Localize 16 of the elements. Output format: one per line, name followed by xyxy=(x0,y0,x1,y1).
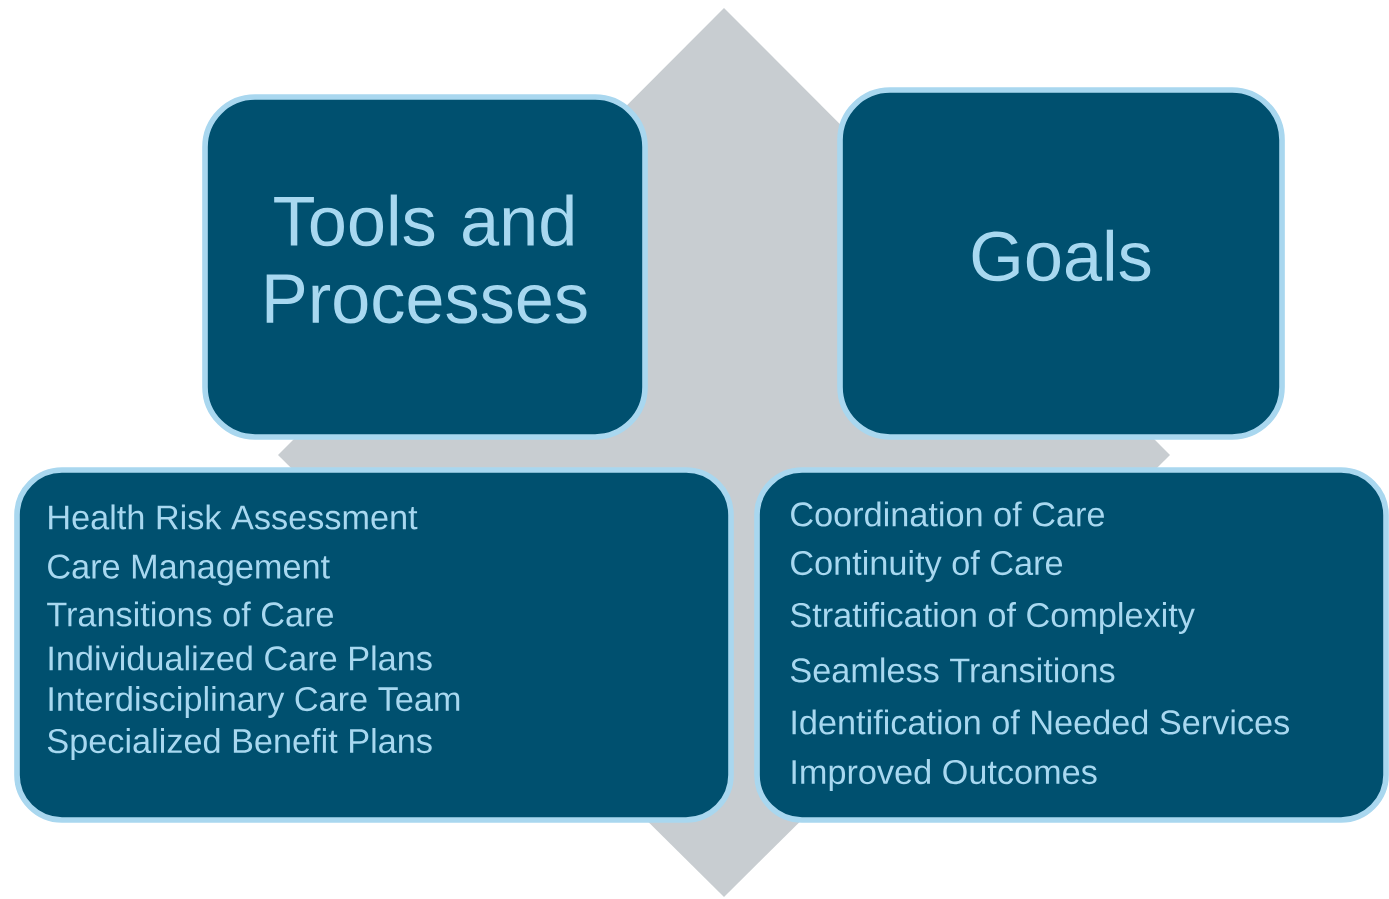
list-item: Transitions of Care xyxy=(47,601,333,627)
list-item: Stratification of Complexity xyxy=(790,602,1195,634)
list-item: Specialized Benefit Plans xyxy=(47,728,432,760)
list-item: Coordination of Care xyxy=(791,501,1104,527)
list-item: Identification of Needed Services xyxy=(792,709,1289,735)
heading-box: Tools and Processes xyxy=(202,94,648,440)
list-item: Care Management xyxy=(48,554,330,586)
heading-box: Goals xyxy=(837,87,1285,440)
list-item: Individualized Care Plans xyxy=(49,645,432,671)
list-item: Seamless Transitions xyxy=(790,657,1115,683)
list-item: Interdisciplinary Care Team xyxy=(49,686,460,718)
list-item: Health Risk Assessment xyxy=(49,504,418,530)
list-box xyxy=(14,467,734,823)
list-item: Improved Outcomes xyxy=(792,759,1097,791)
list-item: Continuity of Care xyxy=(791,550,1063,582)
list-box xyxy=(754,467,1389,823)
